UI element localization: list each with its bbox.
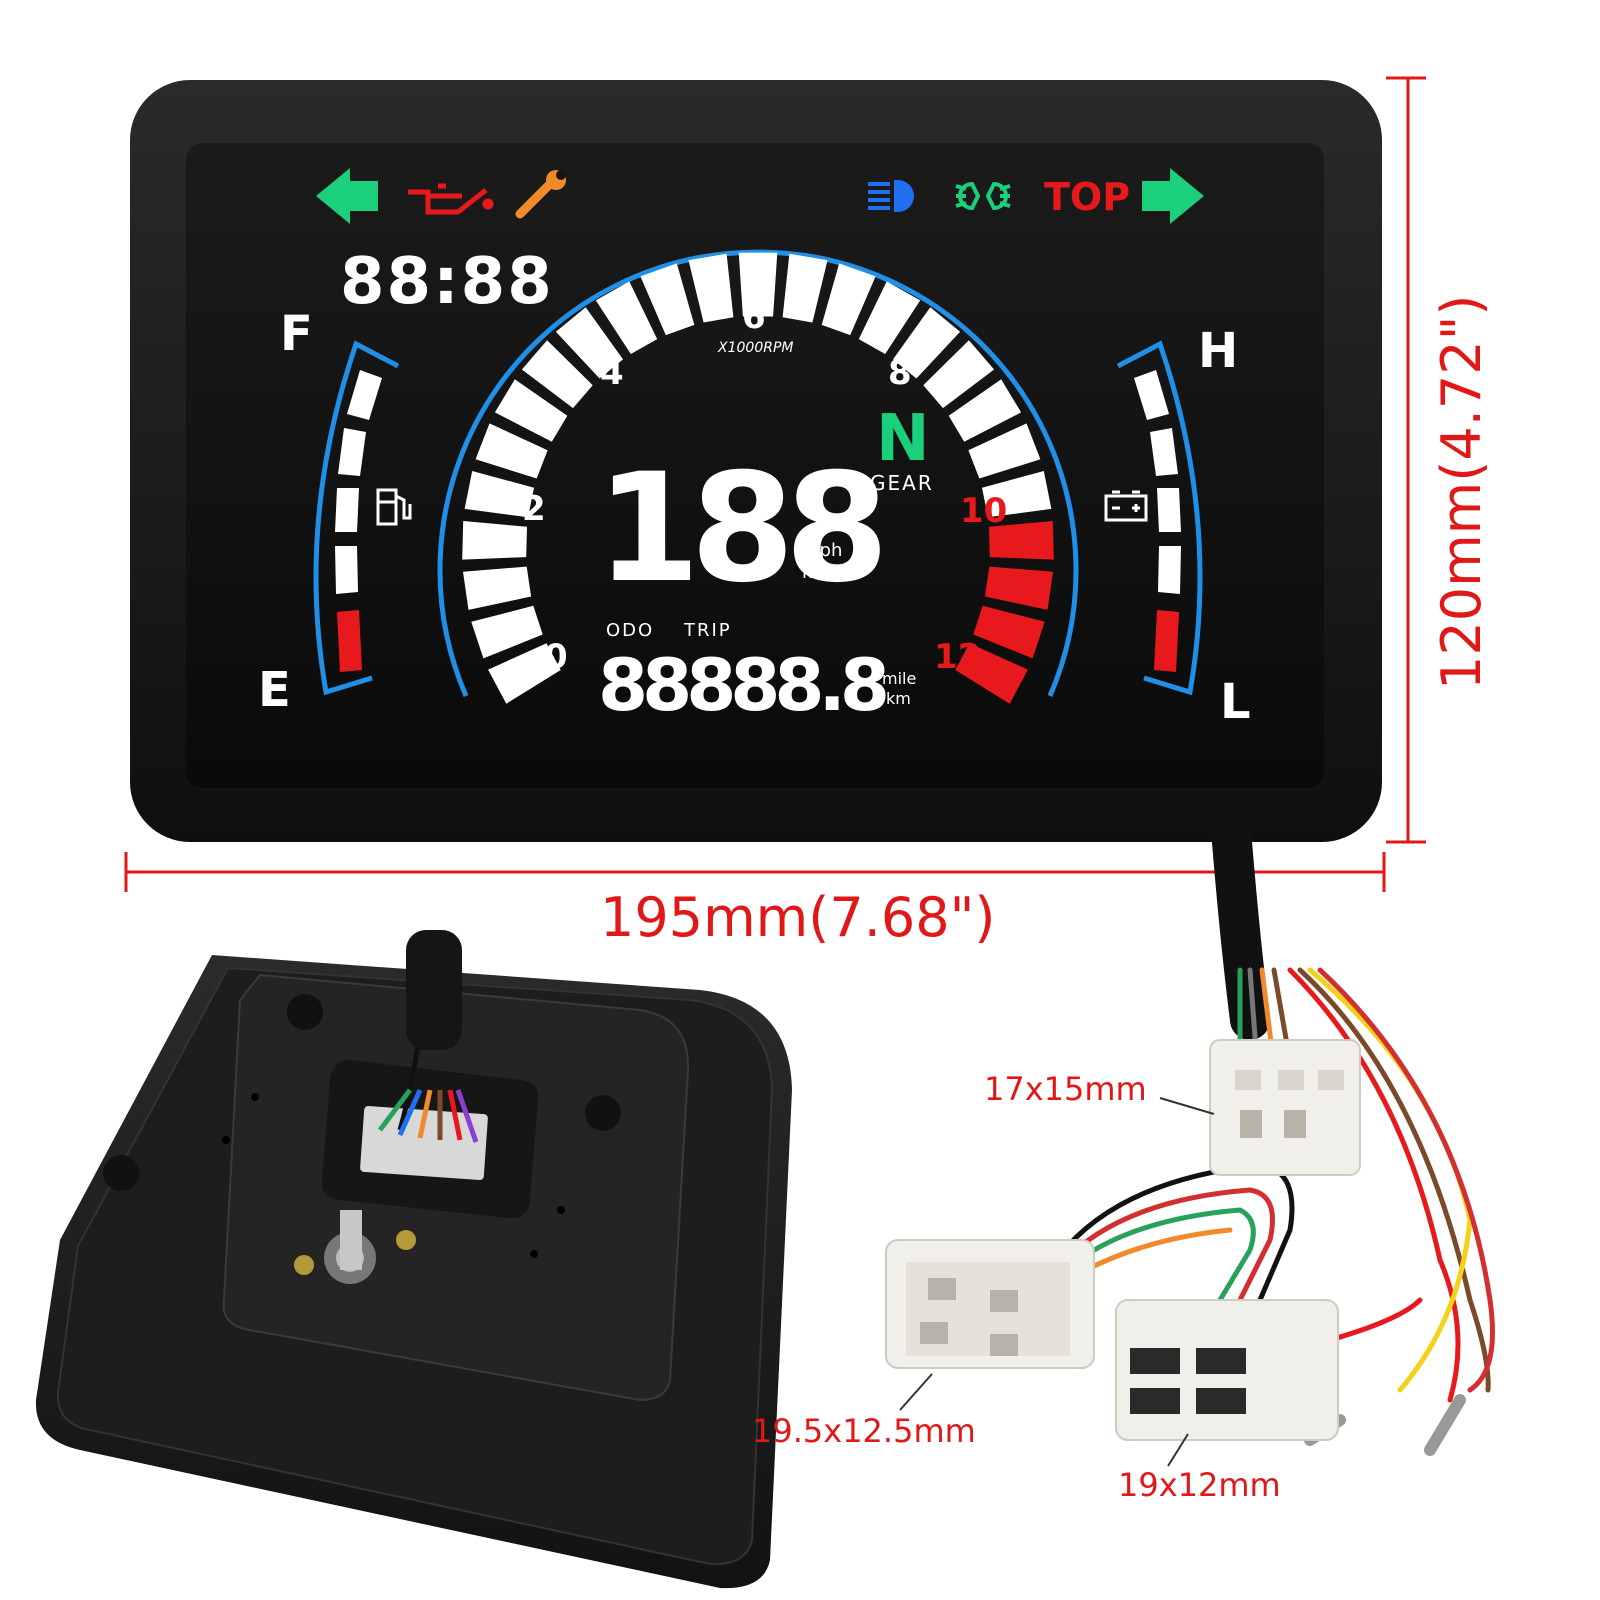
high-beam-icon <box>868 180 914 212</box>
connector-17x15 <box>1209 1039 1361 1176</box>
temp-high-label: H <box>1198 323 1238 379</box>
fuel-empty-label: E <box>258 662 291 718</box>
temp-high-bar <box>1154 610 1179 672</box>
clock-display: 88:88 <box>340 245 554 319</box>
rpm-segment <box>923 340 995 409</box>
rpm-segment <box>475 423 548 479</box>
rpm-arc <box>437 249 1079 697</box>
connector-label-right: 19x12mm <box>1118 1466 1281 1504</box>
rpm-segments <box>462 252 1054 704</box>
connector-label-top: 17x15mm <box>984 1070 1147 1108</box>
width-dimension-line <box>124 852 1386 892</box>
fuel-bars <box>335 370 382 672</box>
rpm-segment <box>982 471 1052 518</box>
fuel-arc <box>313 340 400 696</box>
distance-unit-km: km <box>886 689 911 708</box>
temp-arc <box>1116 340 1203 696</box>
rpm-segment-redline <box>989 521 1054 560</box>
rpm-segment <box>464 471 534 518</box>
rpm-segment <box>948 379 1022 442</box>
speed-display: 188 <box>596 442 881 616</box>
rpm-tick-10: 10 <box>960 491 1007 531</box>
rpm-segment <box>555 307 623 379</box>
connector-label-left: 19.5x12.5mm <box>752 1412 976 1450</box>
dashboard-back-view <box>35 930 792 1589</box>
rpm-segment <box>738 252 778 317</box>
rpm-tick-4: 4 <box>600 353 624 393</box>
rpm-segment <box>968 423 1041 479</box>
distance-unit-mile: mile <box>882 669 916 688</box>
oil-can-icon <box>408 183 494 215</box>
speed-unit-mph: mph <box>802 540 842 561</box>
temp-bars <box>1134 370 1181 672</box>
position-light-icon <box>955 181 1011 211</box>
rpm-tick-labels: 0 2 4 6 8 10 12 <box>522 297 1007 677</box>
rpm-segment <box>858 281 921 354</box>
rpm-segment <box>688 253 734 323</box>
rpm-segment <box>471 605 543 659</box>
rpm-segment <box>488 643 561 704</box>
rpm-segment <box>821 263 876 336</box>
wrench-icon <box>515 170 566 219</box>
rpm-segment <box>782 253 828 323</box>
odometer-display: 88888.8 <box>598 643 886 727</box>
temp-low-label: L <box>1220 674 1251 730</box>
rpm-tick-12: 12 <box>934 637 981 677</box>
connector-19x12 <box>1115 1299 1339 1441</box>
rpm-segment <box>640 263 695 336</box>
trip-label: TRIP <box>683 620 732 641</box>
top-indicator: TOP <box>1044 175 1130 219</box>
gear-value: N <box>876 402 930 476</box>
width-dimension-label: 195mm(7.68") <box>600 886 996 949</box>
rpm-segment <box>893 307 961 379</box>
odo-label: ODO <box>606 620 654 641</box>
fuel-full-label: F <box>280 306 313 362</box>
connector-19-5x12-5 <box>885 1239 1095 1369</box>
speed-unit-kmh: km/h <box>802 562 847 583</box>
rpm-segment <box>595 281 658 354</box>
rpm-segment <box>494 379 568 442</box>
rpm-tick-6: 6 <box>742 297 766 337</box>
height-dimension-label: 120mm(4.72") <box>1430 294 1493 690</box>
rpm-tick-8: 8 <box>888 353 912 393</box>
rpm-segment-redline <box>973 605 1045 659</box>
connector-callouts <box>899 1097 1215 1467</box>
rpm-segment <box>463 566 532 610</box>
rpm-unit-label: X1000RPM <box>717 340 793 356</box>
fuel-low-bar <box>337 610 362 672</box>
rpm-tick-2: 2 <box>522 489 546 529</box>
wiring-harness <box>1057 822 1495 1456</box>
rpm-segment <box>521 340 593 409</box>
rpm-segment <box>462 521 527 560</box>
rpm-segment-redline <box>984 566 1053 610</box>
left-turn-arrow-icon <box>316 168 378 224</box>
battery-icon <box>1104 490 1148 522</box>
rpm-segment-redline <box>955 643 1028 704</box>
right-turn-arrow-icon <box>1142 168 1204 224</box>
fuel-pump-icon <box>376 488 412 526</box>
gear-label: GEAR <box>870 471 934 495</box>
height-dimension-line <box>1386 76 1426 844</box>
rpm-tick-0: 0 <box>544 637 568 677</box>
